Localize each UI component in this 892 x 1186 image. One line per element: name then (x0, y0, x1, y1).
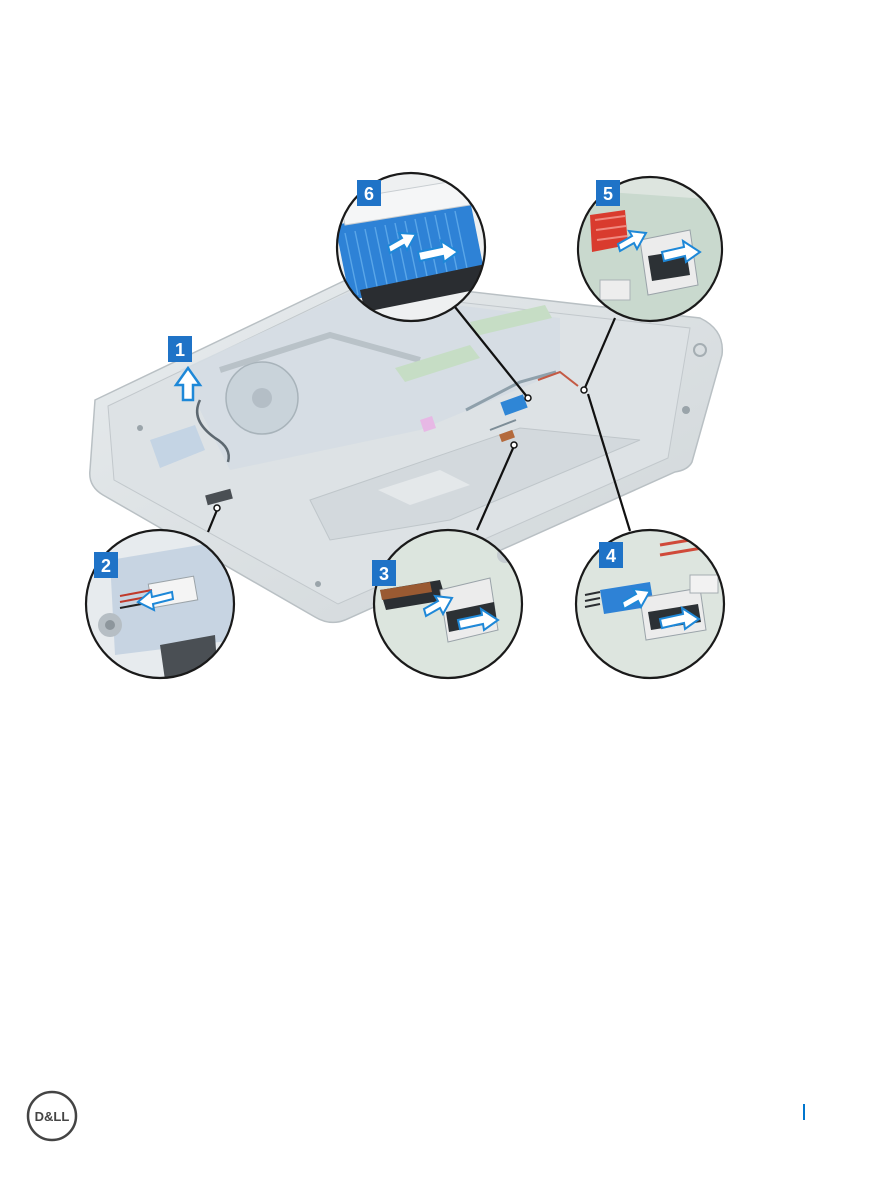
page-number-marker (803, 1104, 805, 1120)
svg-text:4: 4 (606, 546, 616, 566)
svg-text:1: 1 (175, 340, 185, 360)
step-badge-4: 4 (599, 542, 623, 568)
svg-text:6: 6 (364, 184, 374, 204)
svg-text:3: 3 (379, 564, 389, 584)
step-badge-2: 2 (94, 552, 118, 578)
step-badge-3: 3 (372, 560, 396, 586)
svg-text:2: 2 (101, 556, 111, 576)
step-badge-6: 6 (357, 180, 381, 206)
svg-text:5: 5 (603, 184, 613, 204)
step-badge-5: 5 (596, 180, 620, 206)
dell-logo-text: D&LL (26, 1090, 78, 1142)
step-badge-1: 1 (168, 336, 192, 362)
zoom-callout-4 (575, 530, 725, 680)
zoom-callout-3 (370, 530, 530, 680)
